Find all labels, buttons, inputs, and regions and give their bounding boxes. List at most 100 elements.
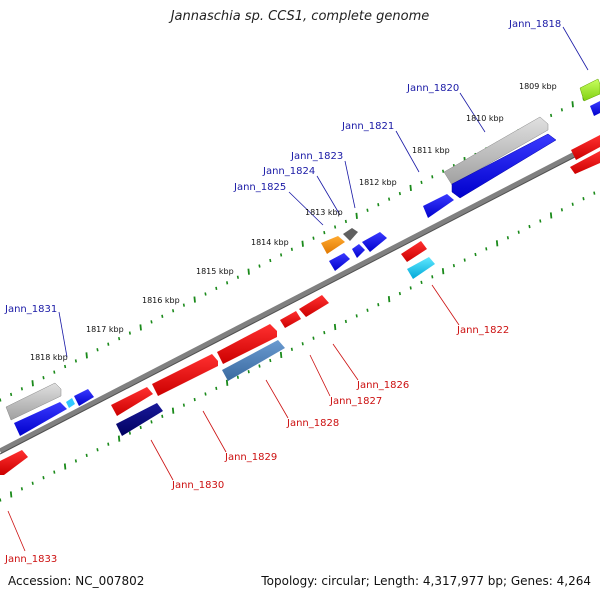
ruler-minor-tick — [204, 292, 207, 296]
ruler-minor-tick — [506, 236, 509, 240]
ruler-minor-tick — [593, 191, 596, 195]
ruler-major-tick — [31, 380, 34, 387]
ruler-major-tick — [495, 240, 499, 247]
genome-backbone-shadow — [0, 143, 600, 455]
gene-1831c-feature[interactable] — [74, 389, 94, 406]
label-leaders — [7, 26, 589, 552]
ruler-minor-tick — [560, 108, 563, 112]
ruler-minor-tick — [388, 197, 391, 201]
gene-1831-feature[interactable] — [5, 382, 62, 421]
ruler-major-tick — [9, 491, 13, 498]
ruler-minor-tick — [290, 347, 293, 351]
ruler-minor-tick — [64, 364, 67, 369]
gene-1822-cyan-feature[interactable] — [407, 257, 435, 279]
ruler-minor-tick — [463, 258, 466, 262]
ruler-minor-tick — [280, 253, 283, 257]
gene-1833-feature[interactable] — [0, 450, 28, 475]
gene-1820-feature[interactable] — [443, 116, 549, 186]
ruler-minor-tick — [323, 230, 326, 235]
gene-1823-feature[interactable] — [343, 228, 358, 241]
kbp-label: 1811 kbp — [412, 146, 450, 155]
ruler-major-tick — [279, 351, 283, 359]
gene-label-jann-1823[interactable]: Jann_1823 — [290, 151, 343, 162]
gene-1818-feature[interactable] — [579, 78, 600, 102]
ruler-minor-tick — [10, 392, 13, 397]
ruler-major-tick — [171, 407, 175, 414]
gene-label-jann-1831[interactable]: Jann_1831 — [4, 304, 57, 315]
ruler-minor-tick — [226, 281, 229, 285]
ruler-minor-tick — [107, 342, 110, 346]
ruler-minor-tick — [118, 336, 121, 341]
ruler-minor-tick — [42, 376, 45, 380]
gene-label-jann-1822[interactable]: Jann_1822 — [456, 325, 509, 336]
gene-label-jann-1818[interactable]: Jann_1818 — [508, 19, 561, 30]
kbp-label: 1809 kbp — [519, 82, 557, 91]
gene-1831b-feature[interactable] — [14, 402, 67, 436]
gene-label-jann-1828[interactable]: Jann_1828 — [286, 418, 339, 429]
gene-label-jann-1827[interactable]: Jann_1827 — [329, 396, 382, 407]
ruler-minor-tick — [517, 230, 520, 234]
gene-1830-navy-feature[interactable] — [116, 403, 163, 436]
gene-label-jann-1833[interactable]: Jann_1833 — [4, 554, 57, 565]
gene-1826-feature[interactable] — [299, 295, 329, 317]
ruler-minor-tick — [74, 359, 77, 363]
gene-1824-feature[interactable] — [321, 236, 345, 254]
ruler-minor-tick — [0, 398, 2, 402]
ruler-minor-tick — [571, 202, 574, 206]
ruler-minor-tick — [377, 303, 380, 307]
gene-label-jann-1830[interactable]: Jann_1830 — [171, 480, 224, 491]
ruler-minor-tick — [301, 342, 304, 346]
gene-label-jann-1825[interactable]: Jann_1825 — [233, 182, 286, 193]
ruler-major-tick — [225, 379, 229, 386]
ruler-minor-tick — [290, 247, 293, 251]
gene-1819-feature[interactable] — [590, 101, 600, 116]
ruler-minor-tick — [247, 370, 250, 374]
gene-1821b-feature[interactable] — [423, 194, 454, 218]
ruler-minor-tick — [269, 358, 272, 363]
forward-genes — [5, 78, 600, 436]
ruler-minor-tick — [31, 481, 34, 485]
kbp-label: 1815 kbp — [196, 267, 234, 276]
ruler-reverse — [0, 191, 596, 502]
gene-1822-red-feature[interactable] — [571, 135, 600, 160]
gene-1824b-feature[interactable] — [352, 244, 365, 258]
ruler-minor-tick — [193, 397, 196, 402]
gene-1827-feature[interactable] — [280, 311, 301, 328]
gene-1831d-feature[interactable] — [66, 398, 75, 408]
gene-1830-feature[interactable] — [111, 387, 153, 416]
gene-label-jann-1826[interactable]: Jann_1826 — [356, 380, 409, 391]
ruler-minor-tick — [0, 498, 2, 502]
reverse-gene-labels: Jann_1822 Jann_1826 Jann_1827 Jann_1828 … — [4, 325, 509, 565]
gene-label-jann-1829[interactable]: Jann_1829 — [224, 452, 277, 463]
gene-1828-steel-feature[interactable] — [222, 340, 285, 381]
ruler-minor-tick — [182, 403, 185, 407]
ruler-major-tick — [85, 352, 88, 359]
kbp-label: 1816 kbp — [142, 296, 180, 305]
ruler-minor-tick — [42, 476, 45, 480]
gene-1829-feature[interactable] — [152, 354, 218, 396]
gene-1825b-feature[interactable] — [329, 253, 350, 271]
ruler-major-tick — [333, 323, 337, 331]
ruler-minor-tick — [53, 470, 56, 474]
ruler-minor-tick — [398, 291, 401, 296]
forward-gene-labels: Jann_1818 Jann_1820 Jann_1821 Jann_1823 … — [4, 19, 561, 315]
ruler-minor-tick — [420, 280, 423, 285]
ruler-minor-tick — [474, 252, 477, 257]
gene-1828-feature[interactable] — [217, 324, 277, 364]
gene-1825-feature[interactable] — [362, 232, 387, 252]
gene-1822-red2-feature[interactable] — [570, 151, 600, 174]
gene-label-jann-1821[interactable]: Jann_1821 — [341, 121, 394, 132]
ruler-minor-tick — [409, 286, 412, 290]
ruler-minor-tick — [431, 275, 434, 279]
gene-1822-feature[interactable] — [401, 241, 427, 262]
gene-label-jann-1820[interactable]: Jann_1820 — [406, 83, 459, 94]
ruler-minor-tick — [20, 387, 23, 391]
ruler-minor-tick — [150, 420, 153, 424]
ruler-minor-tick — [442, 169, 445, 173]
gene-1821-feature[interactable] — [451, 133, 557, 199]
ruler-minor-tick — [366, 308, 369, 312]
ruler-minor-tick — [96, 448, 99, 452]
ruler-minor-tick — [107, 442, 110, 446]
gene-label-jann-1824[interactable]: Jann_1824 — [262, 166, 315, 177]
